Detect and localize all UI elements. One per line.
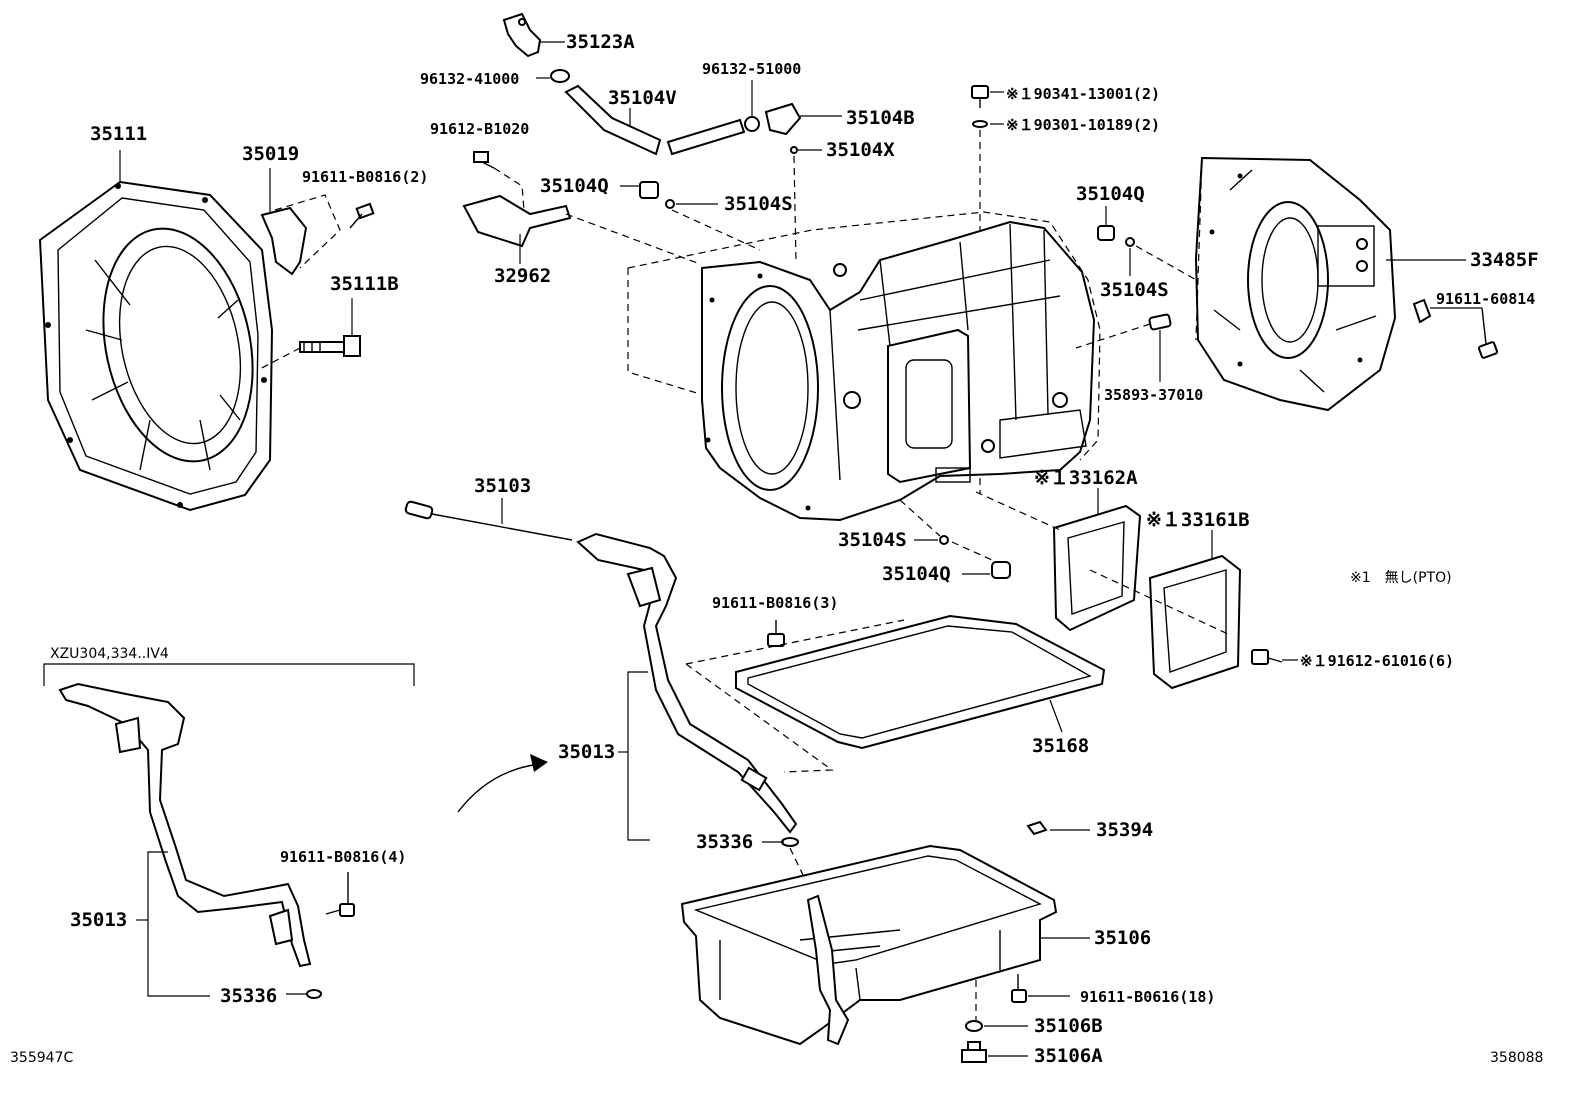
label-35106B: 35106B [1034, 1015, 1103, 1037]
label-35104S-top: 35104S [724, 193, 793, 215]
label-35106: 35106 [1094, 927, 1151, 949]
dipstick-35103 [404, 498, 573, 541]
label-91611-B0816-2: 91611-B0816(2) [302, 168, 428, 186]
label-35104S-right: 35104S [1100, 279, 1169, 301]
extension-housing-33485F [1194, 156, 1499, 412]
label-35123A: 35123A [566, 31, 635, 53]
magnet-35394 [1026, 820, 1090, 836]
plug-35104Q-right [1097, 206, 1201, 283]
direction-arrow [457, 754, 548, 813]
label-35104Q-right: 35104Q [1076, 183, 1145, 205]
inset-variant [43, 663, 415, 999]
label-35111: 35111 [90, 123, 147, 145]
plug-35104Q-top [620, 181, 761, 251]
label-91611-60814: 91611-60814 [1436, 290, 1535, 308]
label-91611-B0616: 91611-B0616(18) [1080, 988, 1215, 1006]
label-35168: 35168 [1032, 735, 1089, 757]
label-96132-51000: 96132-51000 [702, 60, 801, 78]
label-35104V: 35104V [608, 87, 677, 109]
label-35013-main: 35013 [558, 741, 615, 763]
label-33161B: ※１33161B [1146, 509, 1250, 531]
part-labels: 35123A 96132-41000 96132-51000 35104V 35… [10, 31, 1543, 1067]
bolts-91612-61016 [1251, 649, 1298, 665]
label-90341-13001: ※１90341-13001(2) [1006, 85, 1160, 103]
label-91611-B0816-4: 91611-B0816(4) [280, 848, 406, 866]
label-35336-inset: 35336 [220, 985, 277, 1007]
variant-header: XZU304,334..IV4 [50, 646, 169, 662]
figure-code-right: 358088 [1490, 1050, 1543, 1066]
drain-plug-35106A [961, 974, 1070, 1063]
transmission-case [627, 211, 1101, 522]
gasket-33162A [1052, 488, 1142, 632]
label-91612-61016: ※１91612-61016(6) [1300, 652, 1454, 670]
plug-35104Q-bottom [899, 499, 1011, 579]
cover-33161B [975, 491, 1242, 690]
footnote: ※1 無し(PTO) [1350, 570, 1452, 586]
bolt-35111B [257, 298, 361, 371]
label-33162A: ※１33162A [1034, 467, 1138, 489]
label-96132-41000: 96132-41000 [420, 70, 519, 88]
label-91611-B0816-3: 91611-B0816(3) [712, 594, 838, 612]
label-35336-main: 35336 [696, 831, 753, 853]
label-91612-B1020: 91612-B1020 [430, 120, 529, 138]
label-35104Q-top: 35104Q [540, 175, 609, 197]
label-35104S-bottom: 35104S [838, 529, 907, 551]
label-35893-37010: 35893-37010 [1104, 386, 1203, 404]
converter-housing-35111 [38, 150, 274, 512]
bracket-32962 [462, 151, 701, 265]
figure-code-left: 355947C [10, 1050, 73, 1066]
oil-pan-35106 [680, 844, 1090, 1046]
label-35013-inset: 35013 [70, 909, 127, 931]
label-35103: 35103 [474, 475, 531, 497]
label-33485F: 33485F [1470, 249, 1539, 271]
label-35104B: 35104B [846, 107, 915, 129]
label-35019: 35019 [242, 143, 299, 165]
label-35394: 35394 [1096, 819, 1153, 841]
bolts-91611-B0816-3 [767, 620, 785, 647]
label-35104Q-bottom: 35104Q [882, 563, 951, 585]
breather-assembly [502, 12, 842, 263]
bracket-35019 [260, 168, 375, 276]
pan-gasket-35168 [685, 614, 1106, 773]
label-35111B: 35111B [330, 273, 399, 295]
label-35106A: 35106A [1034, 1045, 1103, 1067]
label-32962: 32962 [494, 265, 551, 287]
filler-tube-35013 [576, 532, 817, 903]
label-90301-10189: ※１90301-10189(2) [1006, 116, 1160, 134]
label-35104X: 35104X [826, 139, 895, 161]
sensor-35893 [1075, 313, 1172, 382]
